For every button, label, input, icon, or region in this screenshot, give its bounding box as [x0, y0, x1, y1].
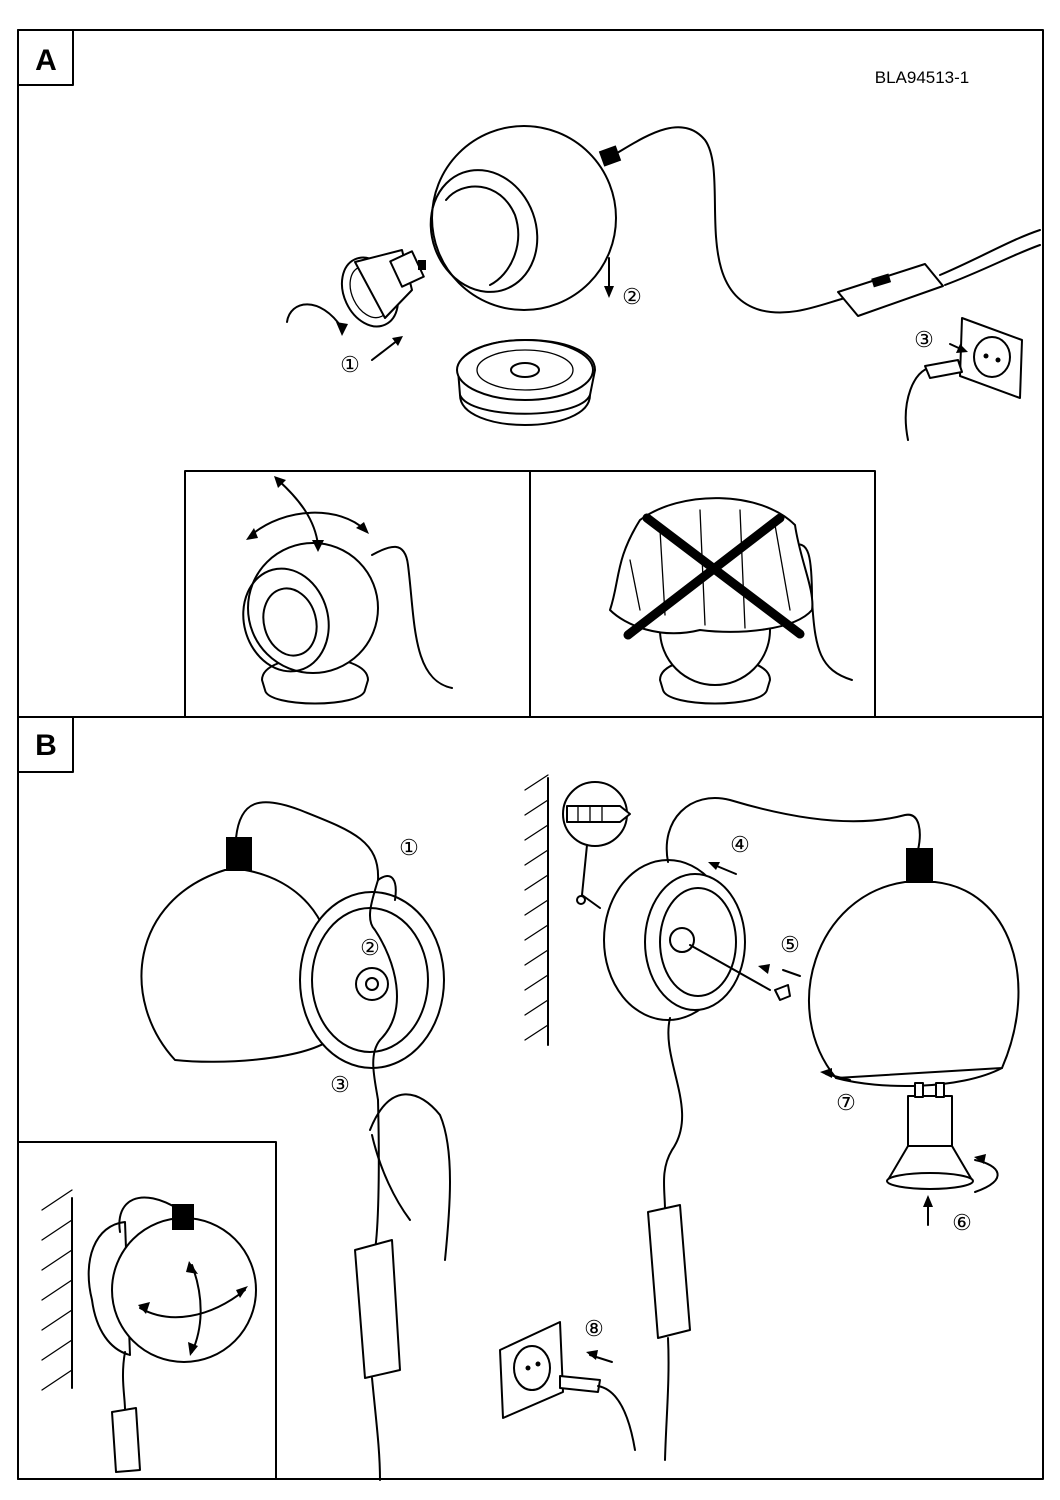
plug [924, 359, 963, 379]
step-b-1: ① [399, 836, 419, 861]
adjustable-lamp-illustration [242, 476, 453, 705]
step-b-8: ⑧ [584, 1317, 604, 1342]
step-a-3: ③ [914, 328, 934, 353]
section-b-label-box [17, 716, 74, 773]
wall-lamp-mounting-illustration: ① ② ③ [140, 801, 451, 1481]
switch-b-left [354, 1239, 401, 1379]
inset-panel [17, 1141, 277, 1480]
inline-switch [837, 263, 944, 317]
globe-shade-right [808, 881, 1020, 1079]
step-a-2: ② [622, 285, 642, 310]
switch-b-right [647, 1204, 691, 1339]
lamp-base [456, 339, 596, 426]
wall-mount-steps-illustration: ⑤ ④ ⑦ ⑥ [499, 774, 1020, 1461]
gu10-bulb [340, 249, 426, 328]
gu10-bulb-right [886, 1082, 974, 1190]
section-a-label-box [17, 29, 74, 86]
document-code: BLA94513-1 [875, 68, 970, 87]
step-b-4: ④ [730, 833, 750, 858]
section-a-label: A [35, 44, 57, 77]
step-b-6: ⑥ [952, 1211, 972, 1236]
inset-rotation-illustration [41, 1189, 257, 1473]
cable-to-edge [939, 229, 1041, 276]
plug-cable [904, 367, 931, 441]
rotate-arrow [286, 303, 343, 329]
step-a-1: ① [340, 353, 360, 378]
plug-b [559, 1375, 601, 1393]
section-b-label: B [35, 729, 57, 762]
panel-do-not-cover [529, 470, 876, 718]
hand [369, 1093, 451, 1261]
step-b-5: ⑤ [780, 933, 800, 958]
globe-shade [140, 869, 331, 1063]
cross-mark [642, 513, 805, 639]
lamp-assembly-illustration: ① ② ③ [286, 125, 1041, 441]
wall-socket [959, 317, 1023, 399]
wall-socket-b [499, 1321, 564, 1419]
lamp-globe [431, 125, 617, 311]
lamp-cable [611, 126, 846, 314]
step-b-3: ③ [330, 1073, 350, 1098]
covered-lamp-warning-illustration [609, 497, 853, 705]
step-b-2: ② [360, 936, 380, 961]
step-b-7: ⑦ [836, 1091, 856, 1116]
